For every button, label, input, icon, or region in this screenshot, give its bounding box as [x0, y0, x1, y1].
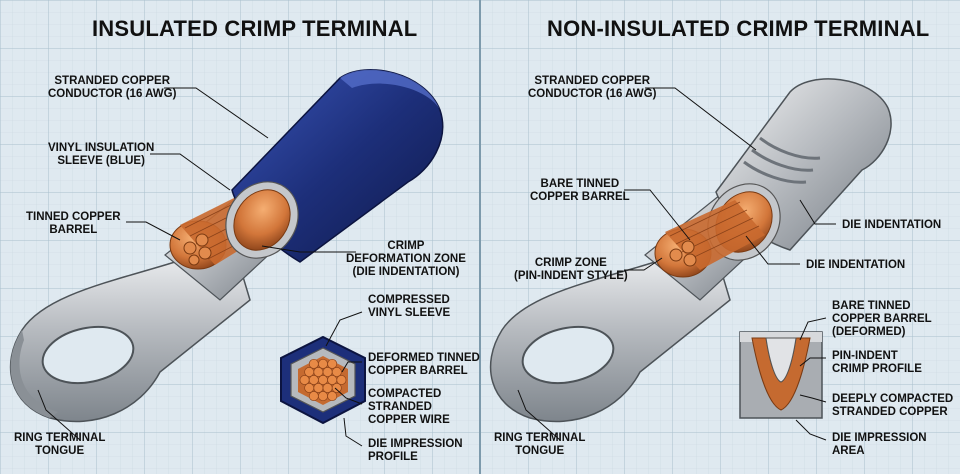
copper-strand	[318, 391, 328, 402]
copper-strand	[308, 375, 319, 385]
insulated-terminal-drawing	[9, 69, 444, 425]
label-die-indentation-upper: DIE INDENTATION	[842, 219, 942, 231]
copper-strand	[304, 383, 315, 393]
left-panel-title: INSULATED CRIMP TERMINAL	[92, 16, 418, 41]
copper-strand	[327, 391, 338, 402]
label-crimp-zone-pin-indent: CRIMP ZONE(PIN-INDENT STYLE)	[514, 257, 628, 282]
copper-strand	[322, 367, 333, 377]
label-die-indentation-lower: DIE INDENTATION	[806, 259, 906, 271]
leader-lines	[37, 87, 836, 447]
copper-strand	[308, 391, 319, 402]
copper-strand	[331, 367, 342, 377]
copper-strand	[299, 375, 310, 385]
copper-strand	[318, 358, 328, 369]
copper-strand	[322, 383, 333, 393]
right-panel-title: NON-INSULATED CRIMP TERMINAL	[547, 16, 930, 41]
non-insulated-terminal-drawing	[489, 78, 892, 423]
copper-strand	[313, 383, 324, 393]
copper-strand	[308, 358, 319, 369]
copper-strand	[331, 383, 342, 393]
copper-strand	[313, 367, 324, 377]
copper-strand	[304, 367, 315, 377]
copper-strand	[336, 375, 347, 385]
copper-strand	[327, 375, 338, 385]
copper-strand	[318, 375, 328, 385]
copper-strand	[327, 358, 338, 369]
